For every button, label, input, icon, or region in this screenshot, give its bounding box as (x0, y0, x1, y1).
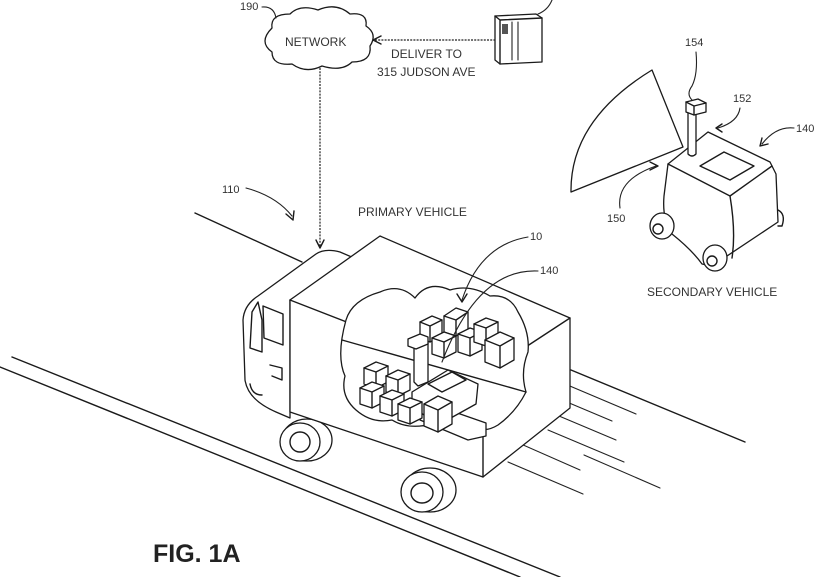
wheel-rear (400, 467, 457, 513)
server-icon (494, 13, 543, 65)
ref-10: 10 (530, 231, 542, 243)
ref-190: 190 (240, 1, 258, 13)
arrowhead-10 (456, 293, 468, 303)
secondary-vehicle-body (663, 131, 779, 267)
sensor-field (570, 69, 684, 193)
leader-server (537, 0, 553, 15)
road-edge-near-1 (11, 356, 561, 577)
sensor-head (685, 98, 707, 116)
secondary-wheel-back (777, 209, 785, 227)
cutaway-shelf-line (341, 339, 527, 393)
primary-vehicle-label: PRIMARY VEHICLE (358, 205, 467, 219)
arrowhead-110 (285, 210, 295, 221)
ref-110: 110 (222, 184, 240, 196)
leader-154 (688, 51, 698, 101)
secondary-wheel-rear (702, 244, 728, 272)
figure-title: FIG. 1A (153, 540, 241, 568)
road-edge-near-2 (0, 366, 521, 577)
arrowhead-network-truck (315, 239, 325, 249)
leader-150 (619, 165, 657, 209)
ref-140-secondary: 140 (796, 123, 814, 135)
ref-152: 152 (733, 93, 751, 105)
sensor-mast (687, 111, 697, 157)
wheel-front (279, 418, 333, 462)
cab-door-handle (269, 364, 283, 381)
leader-10 (461, 236, 529, 301)
cab-side-mirror (249, 301, 263, 353)
arrowhead-152 (715, 123, 723, 133)
road (0, 212, 746, 577)
road-edge-far-left (194, 212, 303, 263)
leader-140-truck (441, 270, 539, 363)
packages-front-row (359, 361, 453, 433)
leader-152 (717, 107, 741, 129)
cab-window (262, 305, 284, 346)
secondary-corner-edge (729, 195, 735, 259)
truck-cab (242, 249, 355, 419)
ref-150: 150 (607, 213, 625, 225)
arrowhead-140-secondary (759, 137, 769, 147)
message-line-2: 315 JUDSON AVE (377, 65, 475, 79)
arrowhead-150 (649, 161, 659, 171)
arrowhead-server-network (372, 35, 382, 45)
message-line-1: DELIVER TO (391, 47, 462, 61)
ref-140-truck: 140 (540, 265, 558, 277)
secondary-wheel-front (649, 212, 675, 240)
primary-vehicle-truck (242, 235, 571, 513)
secondary-top-panel (699, 151, 755, 181)
road-edge-far-right (570, 369, 746, 443)
network-cloud: NETWORK (264, 6, 374, 71)
leader-110 (245, 187, 293, 217)
cab-headlight (249, 383, 263, 396)
secondary-vehicle (570, 69, 785, 272)
leader-140-secondary (761, 127, 795, 145)
leader-190 (261, 6, 277, 19)
network-label: NETWORK (285, 35, 346, 49)
ref-154: 154 (685, 37, 703, 49)
secondary-vehicle-label: SECONDARY VEHICLE (647, 285, 777, 299)
